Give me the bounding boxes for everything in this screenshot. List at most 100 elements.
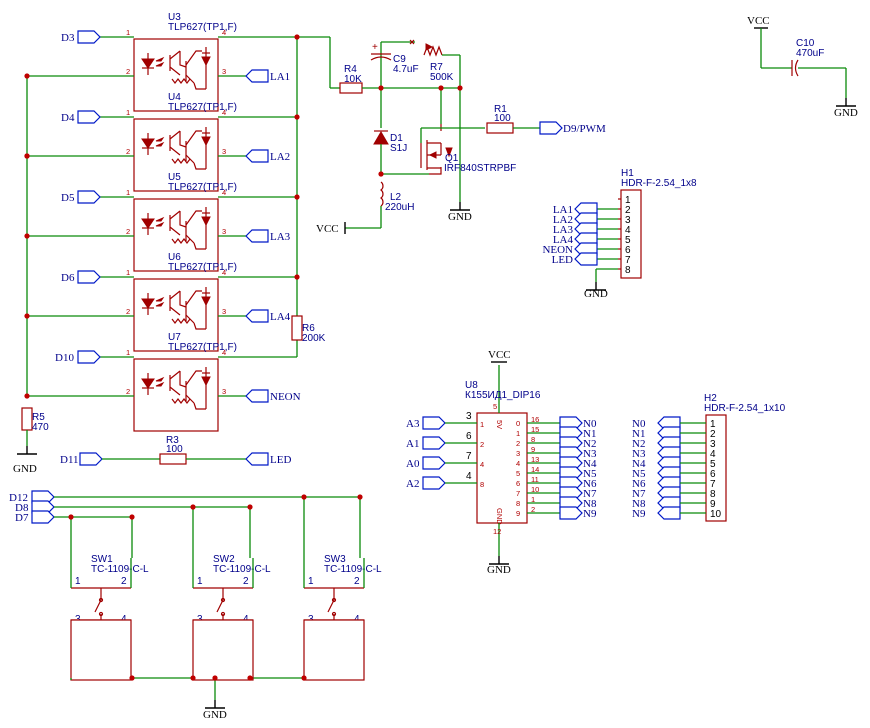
opto-pin-1: 1 xyxy=(126,108,130,117)
junction-dot xyxy=(190,675,196,681)
junction-dot xyxy=(24,393,30,399)
h2-pin-number: 5 xyxy=(710,459,716,470)
vcc-label-c10: VCC xyxy=(747,15,770,27)
opto-pin-1: 1 xyxy=(126,28,130,37)
inductor-l2: VCC L2 220uH xyxy=(316,181,414,235)
junction-dot xyxy=(294,194,300,200)
r4-value: 10K xyxy=(344,74,362,85)
u8-output-pin: 2 xyxy=(531,505,535,514)
h1-pin-number: 1 xyxy=(625,195,631,206)
junction-dot xyxy=(294,34,300,40)
opto-output-net: LA4 xyxy=(270,311,291,323)
junction-dot xyxy=(357,494,363,500)
junction-dot xyxy=(24,233,30,239)
c10-value: 470uF xyxy=(796,48,824,59)
optocoupler-group: U3TLP627(TP1,F)1243D3LA1U4TLP627(TP1,F)1… xyxy=(27,12,301,432)
u8-input-net: A1 xyxy=(406,438,419,450)
u8-output-index: 9 xyxy=(516,509,520,518)
h2-pin-number: 8 xyxy=(710,489,716,500)
h2-pin-number: 9 xyxy=(710,499,716,510)
r6-ref: R6 xyxy=(302,323,315,334)
junction-dot xyxy=(212,675,218,681)
h1-pin-number: 6 xyxy=(625,245,631,256)
u8-output-pin: 8 xyxy=(531,435,535,444)
opto-part: TLP627(TP1,F) xyxy=(168,22,237,33)
u8-output-index: 8 xyxy=(516,499,520,508)
opto-part: TLP627(TP1,F) xyxy=(168,342,237,353)
opto-input-net: D6 xyxy=(61,272,75,284)
q1-ref: Q1 xyxy=(445,153,459,164)
junction-dot xyxy=(378,85,384,91)
decoder-u8: VCC 5 5V GND 12 GND U8 К155ИД1_DIP16 A33… xyxy=(406,349,597,576)
d12-label: D12 xyxy=(9,492,28,504)
h1-ref: H1 xyxy=(621,168,634,179)
h1-net-label: LA2 xyxy=(553,214,573,226)
h2-net-label: N9 xyxy=(632,508,646,520)
h1-pin-number: 4 xyxy=(625,225,631,236)
h2-net-label: N7 xyxy=(632,488,646,500)
u8-output-pin: 1 xyxy=(531,495,535,504)
switch-ref: SW2 xyxy=(213,554,235,565)
opto-pin-4: 4 xyxy=(222,268,226,277)
potentiometer-r7: R7 500K GND xyxy=(409,39,472,223)
opto-output-net: LA2 xyxy=(270,151,290,163)
opto-pin-2: 2 xyxy=(126,147,130,156)
capacitor-c9: + C9 4.7uF xyxy=(370,41,419,88)
h1-net-label: NEON xyxy=(542,244,573,256)
h1-net-label: LA3 xyxy=(553,224,574,236)
mosfet-q1: Q1 IRF840STRPBF xyxy=(381,88,516,175)
opto-pin-3: 3 xyxy=(222,387,226,396)
h2-pin-number: 4 xyxy=(710,449,716,460)
junction-dot xyxy=(129,514,135,520)
r1-value: 100 xyxy=(494,113,511,124)
r1-ref: R1 xyxy=(494,104,507,115)
switch-part: TC-1109-C-L xyxy=(213,564,271,575)
opto-ref: U7 xyxy=(168,332,181,343)
u8-input-pin: 3 xyxy=(466,411,472,422)
junction-dot xyxy=(24,313,30,319)
h2-pin-number: 10 xyxy=(710,509,722,520)
junction-dots xyxy=(24,34,463,681)
junction-dot xyxy=(378,171,384,177)
u8-output-net: N3 xyxy=(583,448,597,460)
gnd-label-switches: GND xyxy=(203,709,227,721)
d1-ref: D1 xyxy=(390,133,403,144)
u8-output-pin: 14 xyxy=(531,465,539,474)
u8-output-index: 6 xyxy=(516,479,520,488)
r3-ref: R3 xyxy=(166,435,179,446)
opto-input-net: D10 xyxy=(55,352,74,364)
switch-pin-2: 2 xyxy=(354,576,360,587)
u8-output-index: 2 xyxy=(516,439,520,448)
switch-part: TC-1109-C-L xyxy=(324,564,382,575)
opto-input-net: D4 xyxy=(61,112,75,124)
u8-output-net: N7 xyxy=(583,488,597,500)
h2-net-label: N1 xyxy=(632,428,645,440)
junction-dot xyxy=(294,114,300,120)
u8-output-index: 7 xyxy=(516,489,520,498)
opto-pin-2: 2 xyxy=(126,227,130,236)
opto-pin-3: 3 xyxy=(222,147,226,156)
gnd-label-q1: GND xyxy=(448,211,472,223)
u8-vcc-net: VCC xyxy=(488,349,511,361)
junction-dot xyxy=(457,85,463,91)
h2-net-label: N5 xyxy=(632,468,646,480)
c10-ref: C10 xyxy=(796,38,815,49)
led-label: LED xyxy=(270,454,291,466)
opto-pin-2: 2 xyxy=(126,67,130,76)
opto-pin-1: 1 xyxy=(126,348,130,357)
h2-net-label: N0 xyxy=(632,418,646,430)
u8-output-pin: 10 xyxy=(531,485,539,494)
junction-dot xyxy=(438,85,444,91)
u8-output-net: N6 xyxy=(583,478,597,490)
d9-pwm-label: D9/PWM xyxy=(563,123,606,135)
junction-dot xyxy=(247,504,253,510)
u8-output-net: N2 xyxy=(583,438,596,450)
